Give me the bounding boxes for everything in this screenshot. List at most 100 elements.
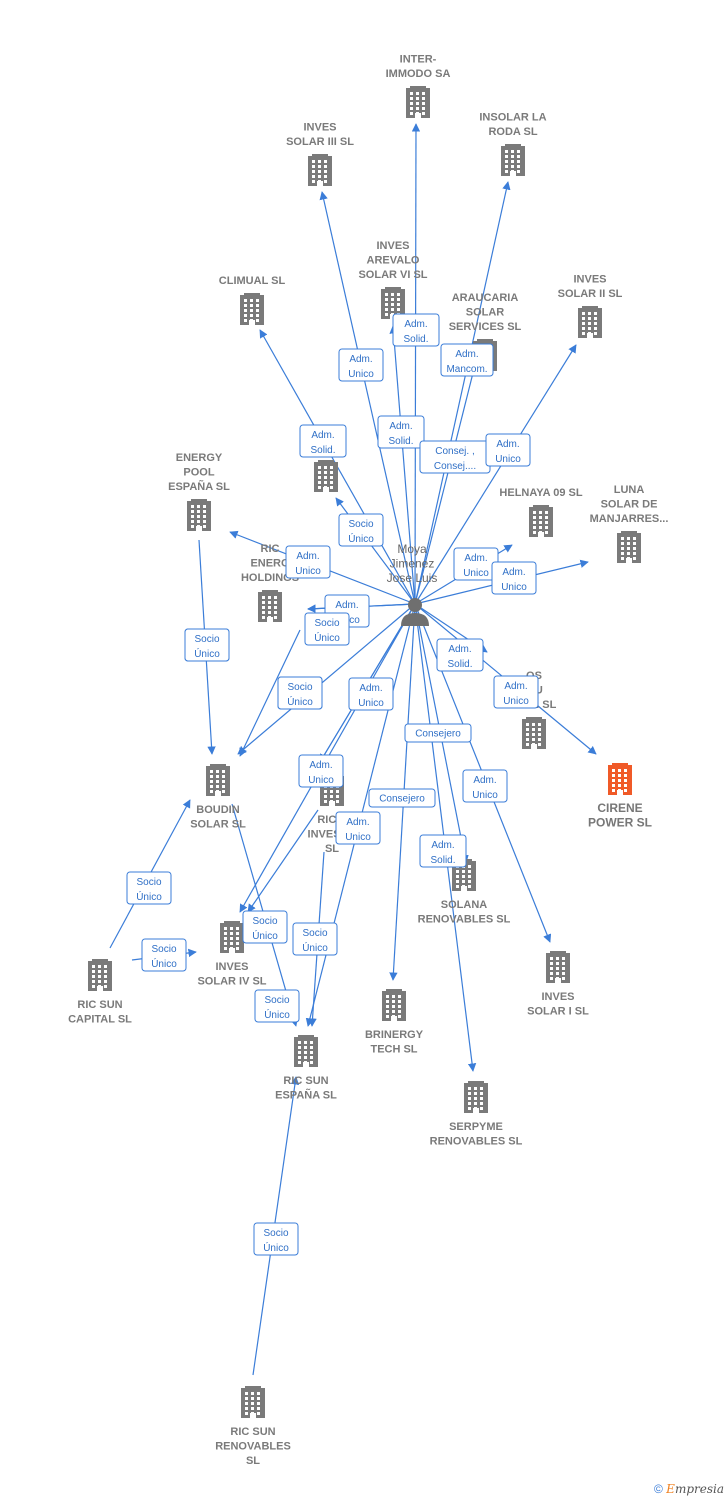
relation-badge-luna[interactable]: Adm.Unico bbox=[491, 561, 537, 595]
building-icon-luna bbox=[617, 531, 641, 563]
footer-brand[interactable]: © Empresia bbox=[654, 1482, 724, 1496]
svg-text:Consej. ,Consej....: Consej. ,Consej.... bbox=[434, 446, 476, 472]
building-icon-inves4 bbox=[220, 921, 244, 953]
relation-badge-inves1[interactable]: Adm.Unico bbox=[462, 769, 508, 803]
svg-text:Adm.Unico: Adm.Unico bbox=[358, 683, 384, 709]
svg-text:Adm.Unico: Adm.Unico bbox=[495, 439, 521, 465]
svg-text:Adm.Mancom.: Adm.Mancom. bbox=[446, 349, 487, 375]
edge-invesarevalo bbox=[389, 325, 416, 605]
building-icon-ricrenov bbox=[241, 1386, 265, 1418]
building-icon-ricenergy bbox=[258, 590, 282, 622]
relation-badge-ilumin[interactable]: Adm.Solid. bbox=[436, 638, 484, 672]
relation-badge-brinergy[interactable]: Consejero bbox=[368, 788, 436, 808]
building-icon-inves3 bbox=[308, 154, 332, 186]
edge-inves2 bbox=[414, 344, 577, 605]
building-icon-serpyme bbox=[464, 1081, 488, 1113]
relation-badge-solana[interactable]: Consejero bbox=[404, 723, 472, 743]
relation-badge-insolar[interactable]: Adm.Mancom. bbox=[440, 343, 494, 377]
svg-text:Adm.Unico: Adm.Unico bbox=[472, 775, 498, 801]
building-icon-riccapital bbox=[88, 959, 112, 991]
building-icon-cirene bbox=[608, 763, 632, 795]
building-icon-inves2 bbox=[578, 306, 602, 338]
building-icon-energypool bbox=[187, 499, 211, 531]
relation-badge-araucaria[interactable]: Consej. ,Consej.... bbox=[419, 440, 491, 474]
svg-text:Adm.Unico: Adm.Unico bbox=[501, 567, 527, 593]
relation-badge-intermodo[interactable]: Adm.Solid. bbox=[392, 313, 440, 347]
svg-text:Adm.Solid.: Adm.Solid. bbox=[447, 644, 472, 670]
building-icon-inves1 bbox=[546, 951, 570, 983]
person-icon bbox=[401, 598, 429, 626]
svg-text:Consejero: Consejero bbox=[379, 794, 425, 805]
relation-badge-ricinvest[interactable]: Adm.Unico bbox=[298, 754, 344, 788]
relation-badge-climual[interactable]: Adm.Solid. bbox=[299, 424, 347, 458]
building-icon-soserv bbox=[314, 460, 338, 492]
edge-ricinvest-inves4 bbox=[247, 809, 319, 913]
relation-badge-ricinvest[interactable]: Adm.Unico bbox=[348, 677, 394, 711]
building-icon-boudin bbox=[206, 764, 230, 796]
company-label-climual: CLIMUAL SL bbox=[219, 275, 286, 287]
svg-text:Adm.Unico: Adm.Unico bbox=[463, 553, 489, 579]
building-icon-brinergy bbox=[382, 989, 406, 1021]
svg-text:Consejero: Consejero bbox=[415, 729, 461, 740]
svg-text:Adm.Unico: Adm.Unico bbox=[503, 681, 529, 707]
relation-badge-invesarevalo[interactable]: Adm.Solid. bbox=[377, 415, 425, 449]
relation-badge-ricespana[interactable]: Adm.Unico bbox=[335, 811, 381, 845]
edge-intermodo bbox=[411, 123, 421, 605]
relation-badge-inves2[interactable]: Adm.Unico bbox=[485, 433, 531, 467]
edge-ricenergy-boudin bbox=[239, 629, 301, 757]
company-label-helnaya: HELNAYA 09 SL bbox=[499, 487, 582, 499]
building-icon-ricespana bbox=[294, 1035, 318, 1067]
svg-text:Adm.Unico: Adm.Unico bbox=[345, 817, 371, 843]
svg-text:Adm.Unico: Adm.Unico bbox=[295, 551, 321, 577]
relation-badge-helnaya[interactable]: Adm.Unico bbox=[453, 547, 499, 581]
relation-badge-cirene[interactable]: Adm.Unico bbox=[493, 675, 539, 709]
building-icon-insolar bbox=[501, 144, 525, 176]
relation-badge-inves3[interactable]: Adm.Unico bbox=[338, 348, 384, 382]
building-icon-intermodo bbox=[406, 86, 430, 118]
svg-text:Adm.Solid.: Adm.Solid. bbox=[430, 840, 455, 866]
relation-badge-energypool[interactable]: Adm.Unico bbox=[285, 545, 331, 579]
building-icon-ilumin bbox=[522, 717, 546, 749]
building-icon-climual bbox=[240, 293, 264, 325]
svg-text:Adm.Solid.: Adm.Solid. bbox=[403, 319, 428, 345]
relation-badge-serpyme[interactable]: Adm.Solid. bbox=[419, 834, 467, 868]
edge-insolar bbox=[414, 181, 511, 605]
brand-logo: Empresia bbox=[666, 1482, 724, 1496]
edge-inves3 bbox=[319, 191, 416, 605]
company-label-intermodo: INTER-IMMODO SA bbox=[386, 54, 451, 81]
